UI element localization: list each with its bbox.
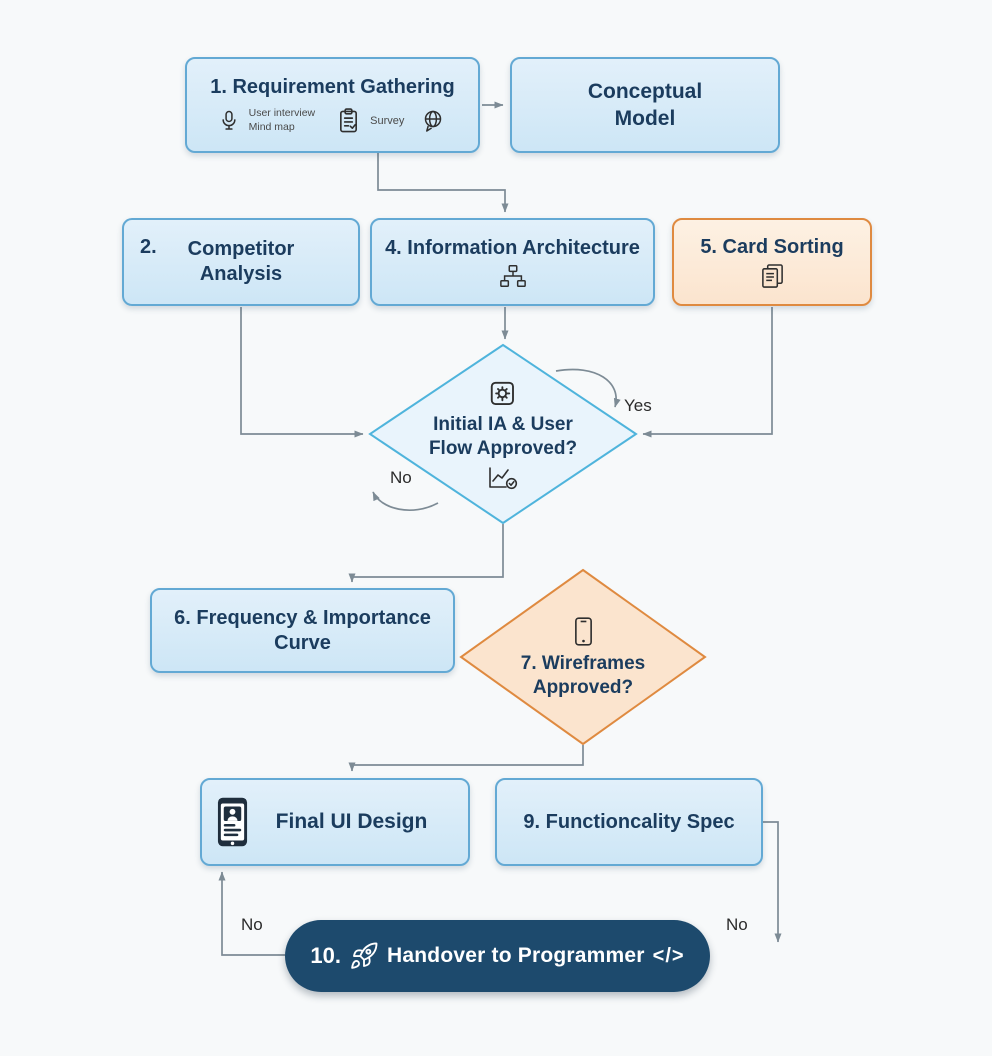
node-card-sorting: 5. Card Sorting: [672, 218, 872, 306]
gear-panel-icon: [488, 379, 518, 409]
conceptual-model-line1: Conceptual: [587, 79, 703, 103]
wireframes-decision-line1: 7. Wireframes: [520, 653, 646, 675]
functionality-spec-title: 9. Functioncality Spec: [523, 810, 735, 833]
no-label-decision1: No: [390, 468, 412, 487]
competitor-analysis-number: 2.: [140, 236, 157, 258]
conceptual-model-line2: Model: [614, 107, 676, 130]
information-architecture-title: 4. Information Architecture: [385, 236, 640, 259]
ia-flow-decision-line2: Flow Approved?: [428, 438, 578, 459]
node-frequency-importance: 6. Frequency & Importance Curve: [150, 588, 455, 673]
connector-decision-to-frequency: [348, 524, 504, 583]
frequency-importance-line2: Curve: [274, 631, 331, 654]
connector-cardsorting-to-decision: [642, 307, 773, 438]
connector-handover-no-loop: [218, 871, 285, 956]
node-final-ui-design: Final UI Design: [200, 778, 470, 866]
ia-flow-decision-line1: Initial IA & User: [433, 414, 573, 436]
survey-clipboard-icon: [337, 107, 360, 135]
competitor-analysis-line1: Competitor: [187, 238, 295, 260]
no-loop-arrow: [372, 491, 439, 511]
node-conceptual-model: Conceptual Model: [510, 57, 780, 153]
no-label-left-loop: No: [241, 915, 263, 934]
final-ui-design-title: Final UI Design: [275, 810, 428, 834]
wireframes-decision-line2: Approved?: [532, 677, 634, 698]
node-handover: 10. Handover to Programmer </>: [285, 920, 710, 992]
globe-chat-icon: [420, 109, 446, 134]
final-ui-phone-icon: [216, 796, 249, 848]
node-functionality-spec: 9. Functioncality Spec: [495, 778, 763, 866]
connector-competitor-to-decision: [240, 307, 364, 438]
card-sorting-title: 5. Card Sorting: [700, 235, 844, 258]
connector-spec-no-loop: [763, 821, 782, 943]
code-icon: </>: [652, 944, 685, 967]
decision-ia-flow-content: Initial IA & User Flow Approved?: [370, 347, 636, 523]
cards-icon: [760, 263, 785, 290]
sitemap-icon: [499, 264, 527, 289]
chart-check-icon: [487, 465, 519, 491]
microphone-icon: [219, 108, 239, 135]
handover-title: Handover to Programmer: [387, 944, 645, 967]
rocket-icon: [349, 941, 379, 971]
decision-ia-flow-shape: [368, 343, 638, 525]
connector-wireframes-to-finalui: [348, 745, 584, 772]
node-competitor-analysis: 2. Competitor Analysis: [122, 218, 360, 306]
competitor-analysis-line2: Analysis: [199, 263, 283, 285]
requirement-gathering-icons: User interview Mind map Survey: [219, 107, 447, 135]
node-requirement-gathering: 1. Requirement Gathering User interview …: [185, 57, 480, 153]
mic-caption-line1: User interview: [248, 107, 316, 120]
decision-wireframes-content: 7. Wireframes Approved?: [461, 574, 705, 742]
no-label-right-loop: No: [726, 915, 748, 934]
node-information-architecture: 4. Information Architecture: [370, 218, 655, 306]
handover-number: 10.: [310, 943, 342, 968]
mic-caption-line2: Mind map: [248, 121, 295, 133]
decision-wireframes-shape: [459, 568, 707, 746]
yes-label: Yes: [624, 396, 652, 415]
survey-caption: Survey: [370, 115, 405, 127]
frequency-importance-line1: 6. Frequency & Importance: [174, 606, 431, 629]
requirement-gathering-title: 1. Requirement Gathering: [210, 76, 455, 98]
connector-requirement-to-ia: [377, 153, 509, 213]
wireframe-phone-icon: [573, 616, 594, 647]
mic-caption: User interview Mind map: [249, 107, 316, 134]
yes-loop-arrow: [555, 368, 621, 408]
